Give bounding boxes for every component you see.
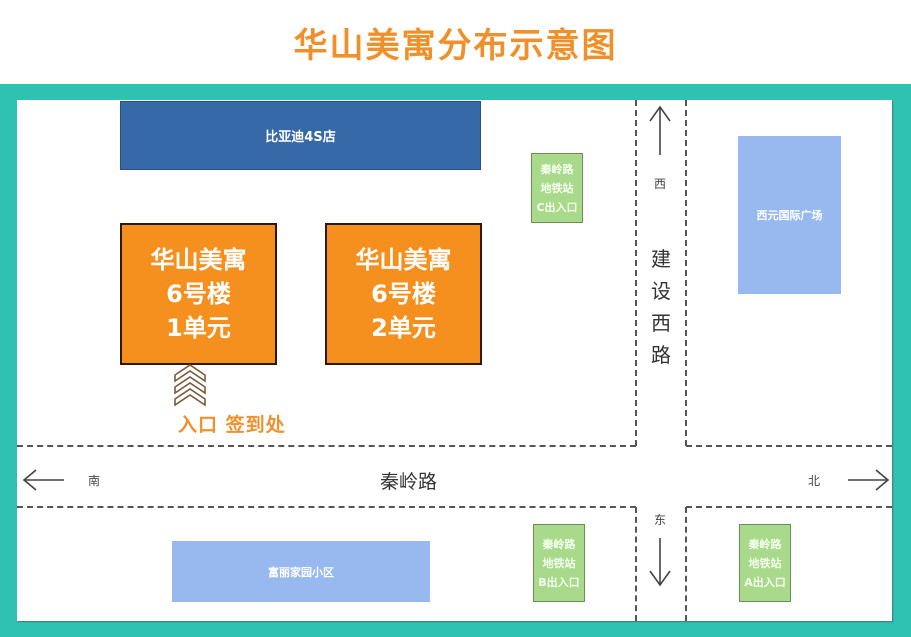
metro-label: 秦岭路 — [540, 162, 574, 176]
direction-north-label: 北 — [808, 474, 821, 488]
metro-label: B出入口 — [538, 575, 580, 589]
road-jianshe-west — [636, 100, 686, 621]
road-edge — [686, 506, 892, 508]
building-label: 1单元 — [166, 314, 231, 342]
landmark-label: 富丽家园小区 — [268, 565, 334, 579]
road-label-qinling: 秦岭路 — [380, 471, 438, 493]
arrow-up-icon — [649, 105, 671, 155]
building-label: 6号楼 — [166, 280, 231, 308]
building-6-unit-2: 华山美寓 6号楼 2单元 — [325, 223, 482, 365]
metro-label: C出入口 — [536, 200, 578, 214]
landmark-fuli-community: 富丽家园小区 — [172, 541, 430, 602]
metro-exit-c: 秦岭路 地铁站 C出入口 — [531, 153, 583, 223]
metro-exit-a: 秦岭路 地铁站 A出入口 — [739, 524, 791, 602]
road-edge — [635, 100, 637, 446]
arrow-left-icon — [22, 469, 64, 491]
landmark-byd-dealer: 比亚迪4S店 — [120, 101, 481, 170]
map-title: 华山美寓分布示意图 — [293, 26, 618, 66]
chevrons-up-icon — [174, 364, 206, 407]
building-6-unit-1: 华山美寓 6号楼 1单元 — [120, 223, 277, 365]
landmark-label: 比亚迪4S店 — [265, 130, 336, 145]
metro-label: A出入口 — [744, 575, 786, 589]
direction-south-label: 南 — [88, 474, 101, 488]
metro-label: 地铁站 — [748, 556, 782, 570]
building-label: 华山美寓 — [150, 246, 247, 274]
metro-label: 秦岭路 — [748, 537, 782, 551]
metro-label: 地铁站 — [540, 181, 574, 195]
road-label-jianshe-west: 建 设 西 路 — [649, 243, 673, 371]
road-edge — [17, 445, 636, 447]
metro-label: 秦岭路 — [542, 537, 576, 551]
landmark-label: 西元国际广场 — [756, 209, 823, 222]
arrow-down-icon — [649, 538, 671, 587]
road-edge — [685, 100, 687, 446]
building-label: 2单元 — [371, 314, 436, 342]
building-label: 6号楼 — [371, 280, 436, 308]
road-edge — [17, 506, 636, 508]
arrow-right-icon — [848, 469, 890, 491]
metro-exit-b: 秦岭路 地铁站 B出入口 — [533, 524, 585, 602]
metro-label: 地铁站 — [542, 556, 576, 570]
road-edge — [685, 507, 687, 621]
road-edge — [635, 507, 637, 621]
road-qinling — [17, 447, 892, 505]
landmark-xiyuan-plaza: 西元国际广场 — [738, 136, 841, 294]
direction-east-label: 东 — [654, 513, 667, 527]
road-edge — [686, 445, 892, 447]
building-label: 华山美寓 — [355, 246, 452, 274]
road-label-char: 西 — [651, 311, 671, 335]
direction-west-label: 西 — [654, 177, 667, 191]
road-label-char: 路 — [651, 343, 671, 367]
road-label-char: 建 — [651, 247, 671, 271]
road-label-char: 设 — [651, 279, 671, 303]
entrance-checkin-label: 入口 签到处 — [178, 414, 286, 436]
